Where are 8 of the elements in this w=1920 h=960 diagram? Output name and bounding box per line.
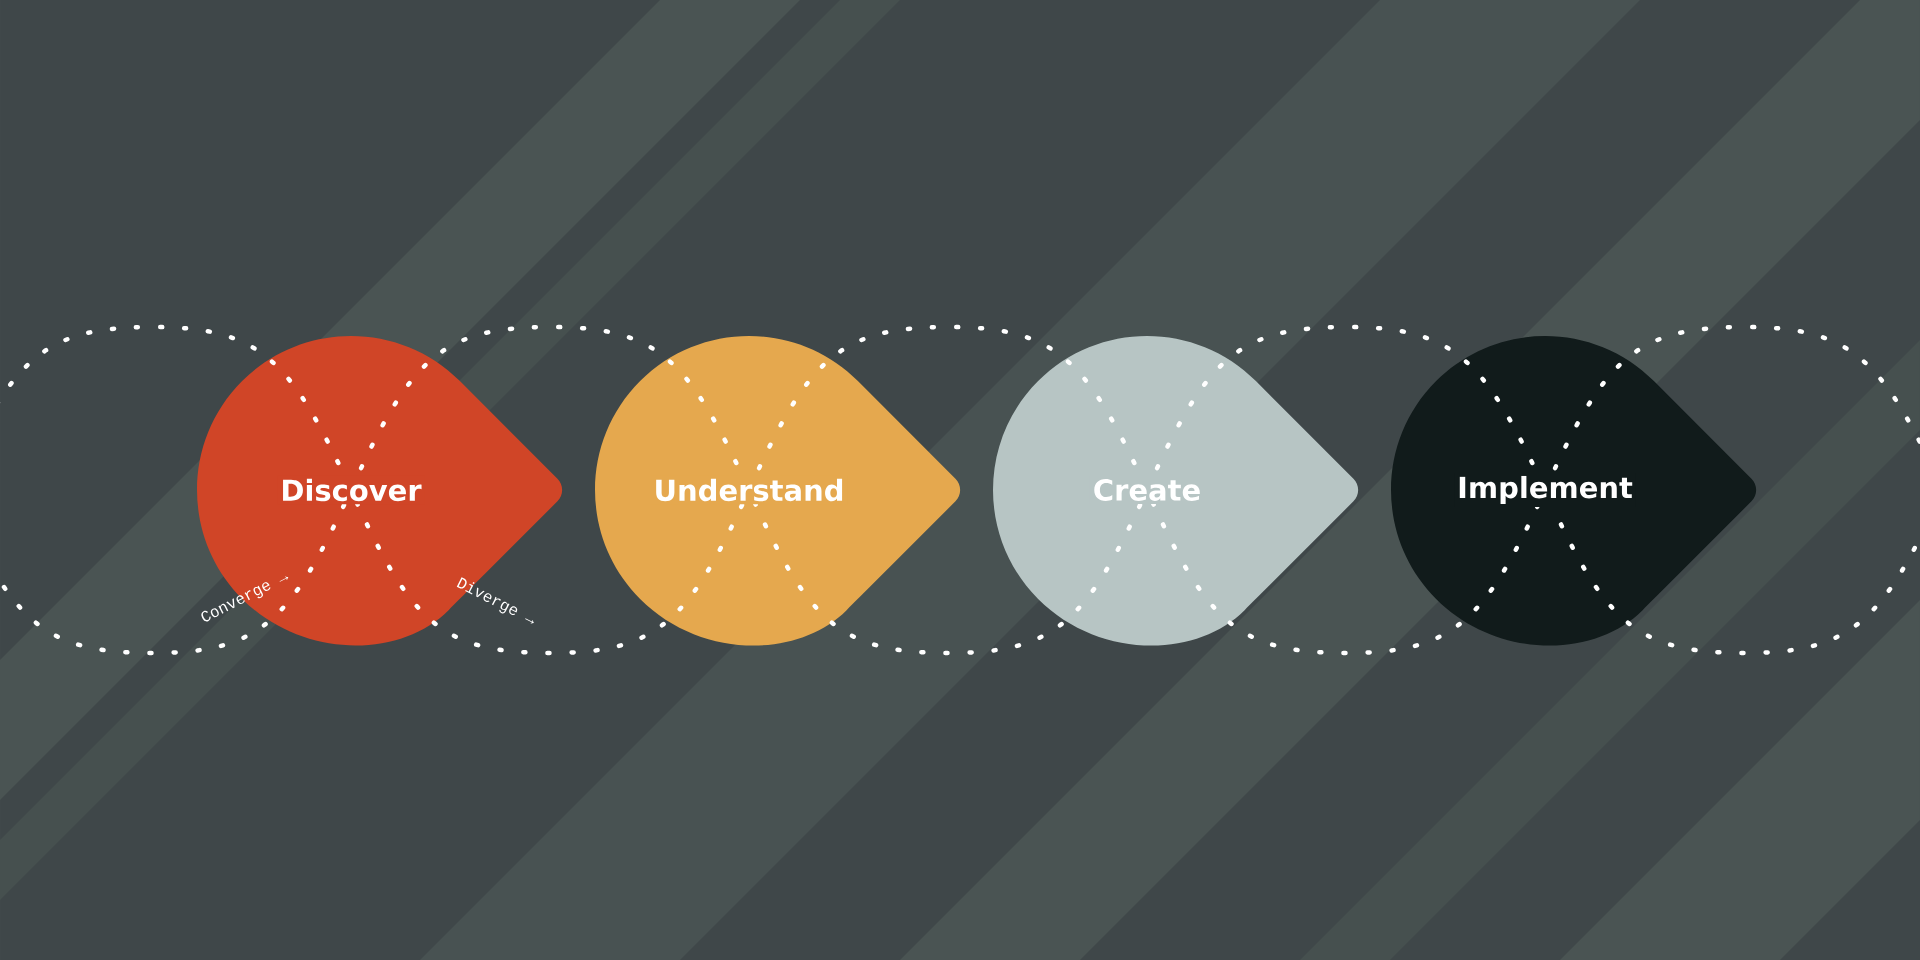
teardrop-shape bbox=[595, 336, 961, 646]
teardrop-shape bbox=[993, 336, 1359, 646]
stage-label: Create bbox=[1089, 476, 1205, 504]
teardrop-shape bbox=[197, 336, 563, 646]
stage-label: Implement bbox=[1454, 472, 1636, 507]
stage-label: Discover bbox=[277, 475, 425, 505]
stage-label: Understand bbox=[650, 475, 848, 505]
teardrop-shape bbox=[1391, 336, 1757, 646]
